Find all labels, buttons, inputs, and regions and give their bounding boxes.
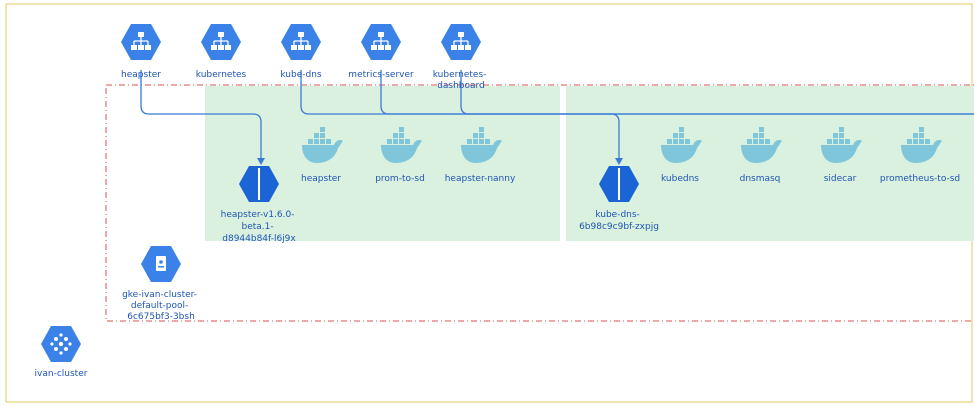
pod-area-kube-dns [566,86,974,241]
node-gke-ivan-cluster[interactable]: gke-ivan-cluster- default-pool- 6c675bf3… [122,246,200,322]
docker-whale-icon [302,127,343,163]
service-kube-dns[interactable]: kube-dns [280,24,322,80]
arrowhead-heapster-pod [257,158,265,165]
node-label-line: default-pool- [131,301,188,311]
service-label: kube-dns [280,70,322,80]
service-kubernetes-dashboard[interactable]: kubernetes- dashboard [433,24,490,91]
container-sidecar[interactable]: sidecar [821,127,862,184]
container-dnsmasq[interactable]: dnsmasq [740,127,782,184]
container-heapster[interactable]: heapster [301,127,343,184]
docker-whale-icon [901,127,942,163]
service-label-line: heapster [121,70,161,80]
docker-whale-icon [381,127,422,163]
container-label: prometheus-to-sd [880,174,960,184]
container-heapster-nanny[interactable]: heapster-nanny [445,127,516,184]
service-label-line: dashboard [437,81,485,91]
pod-heapster[interactable]: heapster-v1.6.0- beta.1- d8944b84f-l6j9x [221,166,298,244]
service-tree-icon [371,32,391,50]
cluster-label-line: ivan-cluster [35,369,88,379]
service-label-line: kubernetes [196,70,247,80]
service-label-line: kubernetes- [433,70,487,80]
pod-label-line: kube-dns- [595,210,640,220]
cluster-ivan-cluster[interactable]: ivan-cluster [35,326,88,379]
connector-metrics-server-service [380,70,974,115]
node-label: gke-ivan-cluster- default-pool- 6c675bf3… [122,290,200,322]
service-metrics-server[interactable]: metrics-server [348,24,414,80]
service-label-line: metrics-server [348,70,414,80]
connector-lines [140,70,974,160]
service-label: metrics-server [348,70,414,80]
container-label: sidecar [824,174,857,184]
pod-kube-dns[interactable]: kube-dns- 6b98c9c9bf-zxpjg [579,166,659,232]
pod-label-line: heapster-v1.6.0- [221,210,295,220]
pod-divider [618,168,620,200]
service-tree-icon [291,32,311,50]
pod-divider [258,168,260,200]
service-label: kubernetes- dashboard [433,70,490,91]
container-kubedns[interactable]: kubedns [661,127,702,184]
arrowhead-kube-dns-pod [615,158,623,165]
node-label-line: gke-ivan-cluster- [122,290,197,300]
docker-whale-icon [821,127,862,163]
docker-whale-icon [461,127,502,163]
service-heapster[interactable]: heapster [121,24,161,80]
container-prom-to-sd[interactable]: prom-to-sd [375,127,425,184]
node-document-icon [156,256,166,271]
service-kubernetes[interactable]: kubernetes [196,24,247,80]
container-label: heapster [301,174,341,184]
service-label: kubernetes [196,70,247,80]
container-label: kubedns [661,174,699,184]
pod-label: heapster-v1.6.0- beta.1- d8944b84f-l6j9x [221,210,298,244]
cluster-dots-icon [50,333,72,355]
pod-label: kube-dns- 6b98c9c9bf-zxpjg [579,210,659,232]
pod-label-line: 6b98c9c9bf-zxpjg [579,222,659,232]
node-label-line: 6c675bf3-3bsh [127,312,195,322]
pod-label-line: beta.1- [241,222,273,232]
service-tree-icon [211,32,231,50]
cluster-label: ivan-cluster [35,369,88,379]
service-label-line: kube-dns [280,70,322,80]
connector-heapster-service-to-pod [140,70,262,160]
connector-arrowheads [257,158,623,165]
service-tree-icon [131,32,151,50]
container-label: prom-to-sd [375,174,425,184]
service-label: heapster [121,70,161,80]
docker-whale-icon [741,127,782,163]
container-prometheus-to-sd[interactable]: prometheus-to-sd [880,127,960,184]
docker-whale-icon [661,127,702,163]
connector-dashboard-service [460,70,974,115]
container-label: dnsmasq [740,174,781,184]
pod-label-line: d8944b84f-l6j9x [222,234,296,244]
service-tree-icon [451,32,471,50]
container-label: heapster-nanny [445,174,516,184]
node-boundary [105,84,974,322]
